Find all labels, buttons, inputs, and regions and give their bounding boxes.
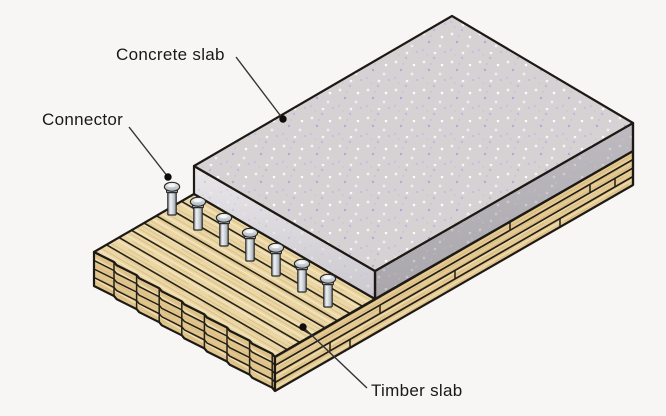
connector-stud [241, 227, 259, 262]
timber-slab-label: Timber slab [371, 381, 463, 400]
leader-lines [128, 56, 368, 389]
connector-studs-graphic [163, 181, 337, 308]
concrete-leader-dot [279, 115, 287, 123]
timber-leader [299, 323, 368, 389]
connector-stud [267, 242, 285, 277]
connector-label: Connector [42, 110, 124, 129]
concrete-slab-graphic [192, 14, 635, 301]
connector-stud [293, 258, 311, 293]
connector-stud [163, 181, 181, 216]
connector-leader [128, 126, 172, 181]
corner-edges [373, 123, 635, 299]
timber-stepped-face [92, 250, 276, 392]
concrete-slab-label: Concrete slab [116, 45, 225, 64]
connector-stud [319, 273, 337, 308]
connector-stud [215, 212, 233, 247]
timber-leader-dot [299, 323, 307, 331]
concrete-leader [235, 56, 287, 123]
connector-stud [189, 196, 207, 231]
connector-leader-dot [164, 173, 172, 181]
